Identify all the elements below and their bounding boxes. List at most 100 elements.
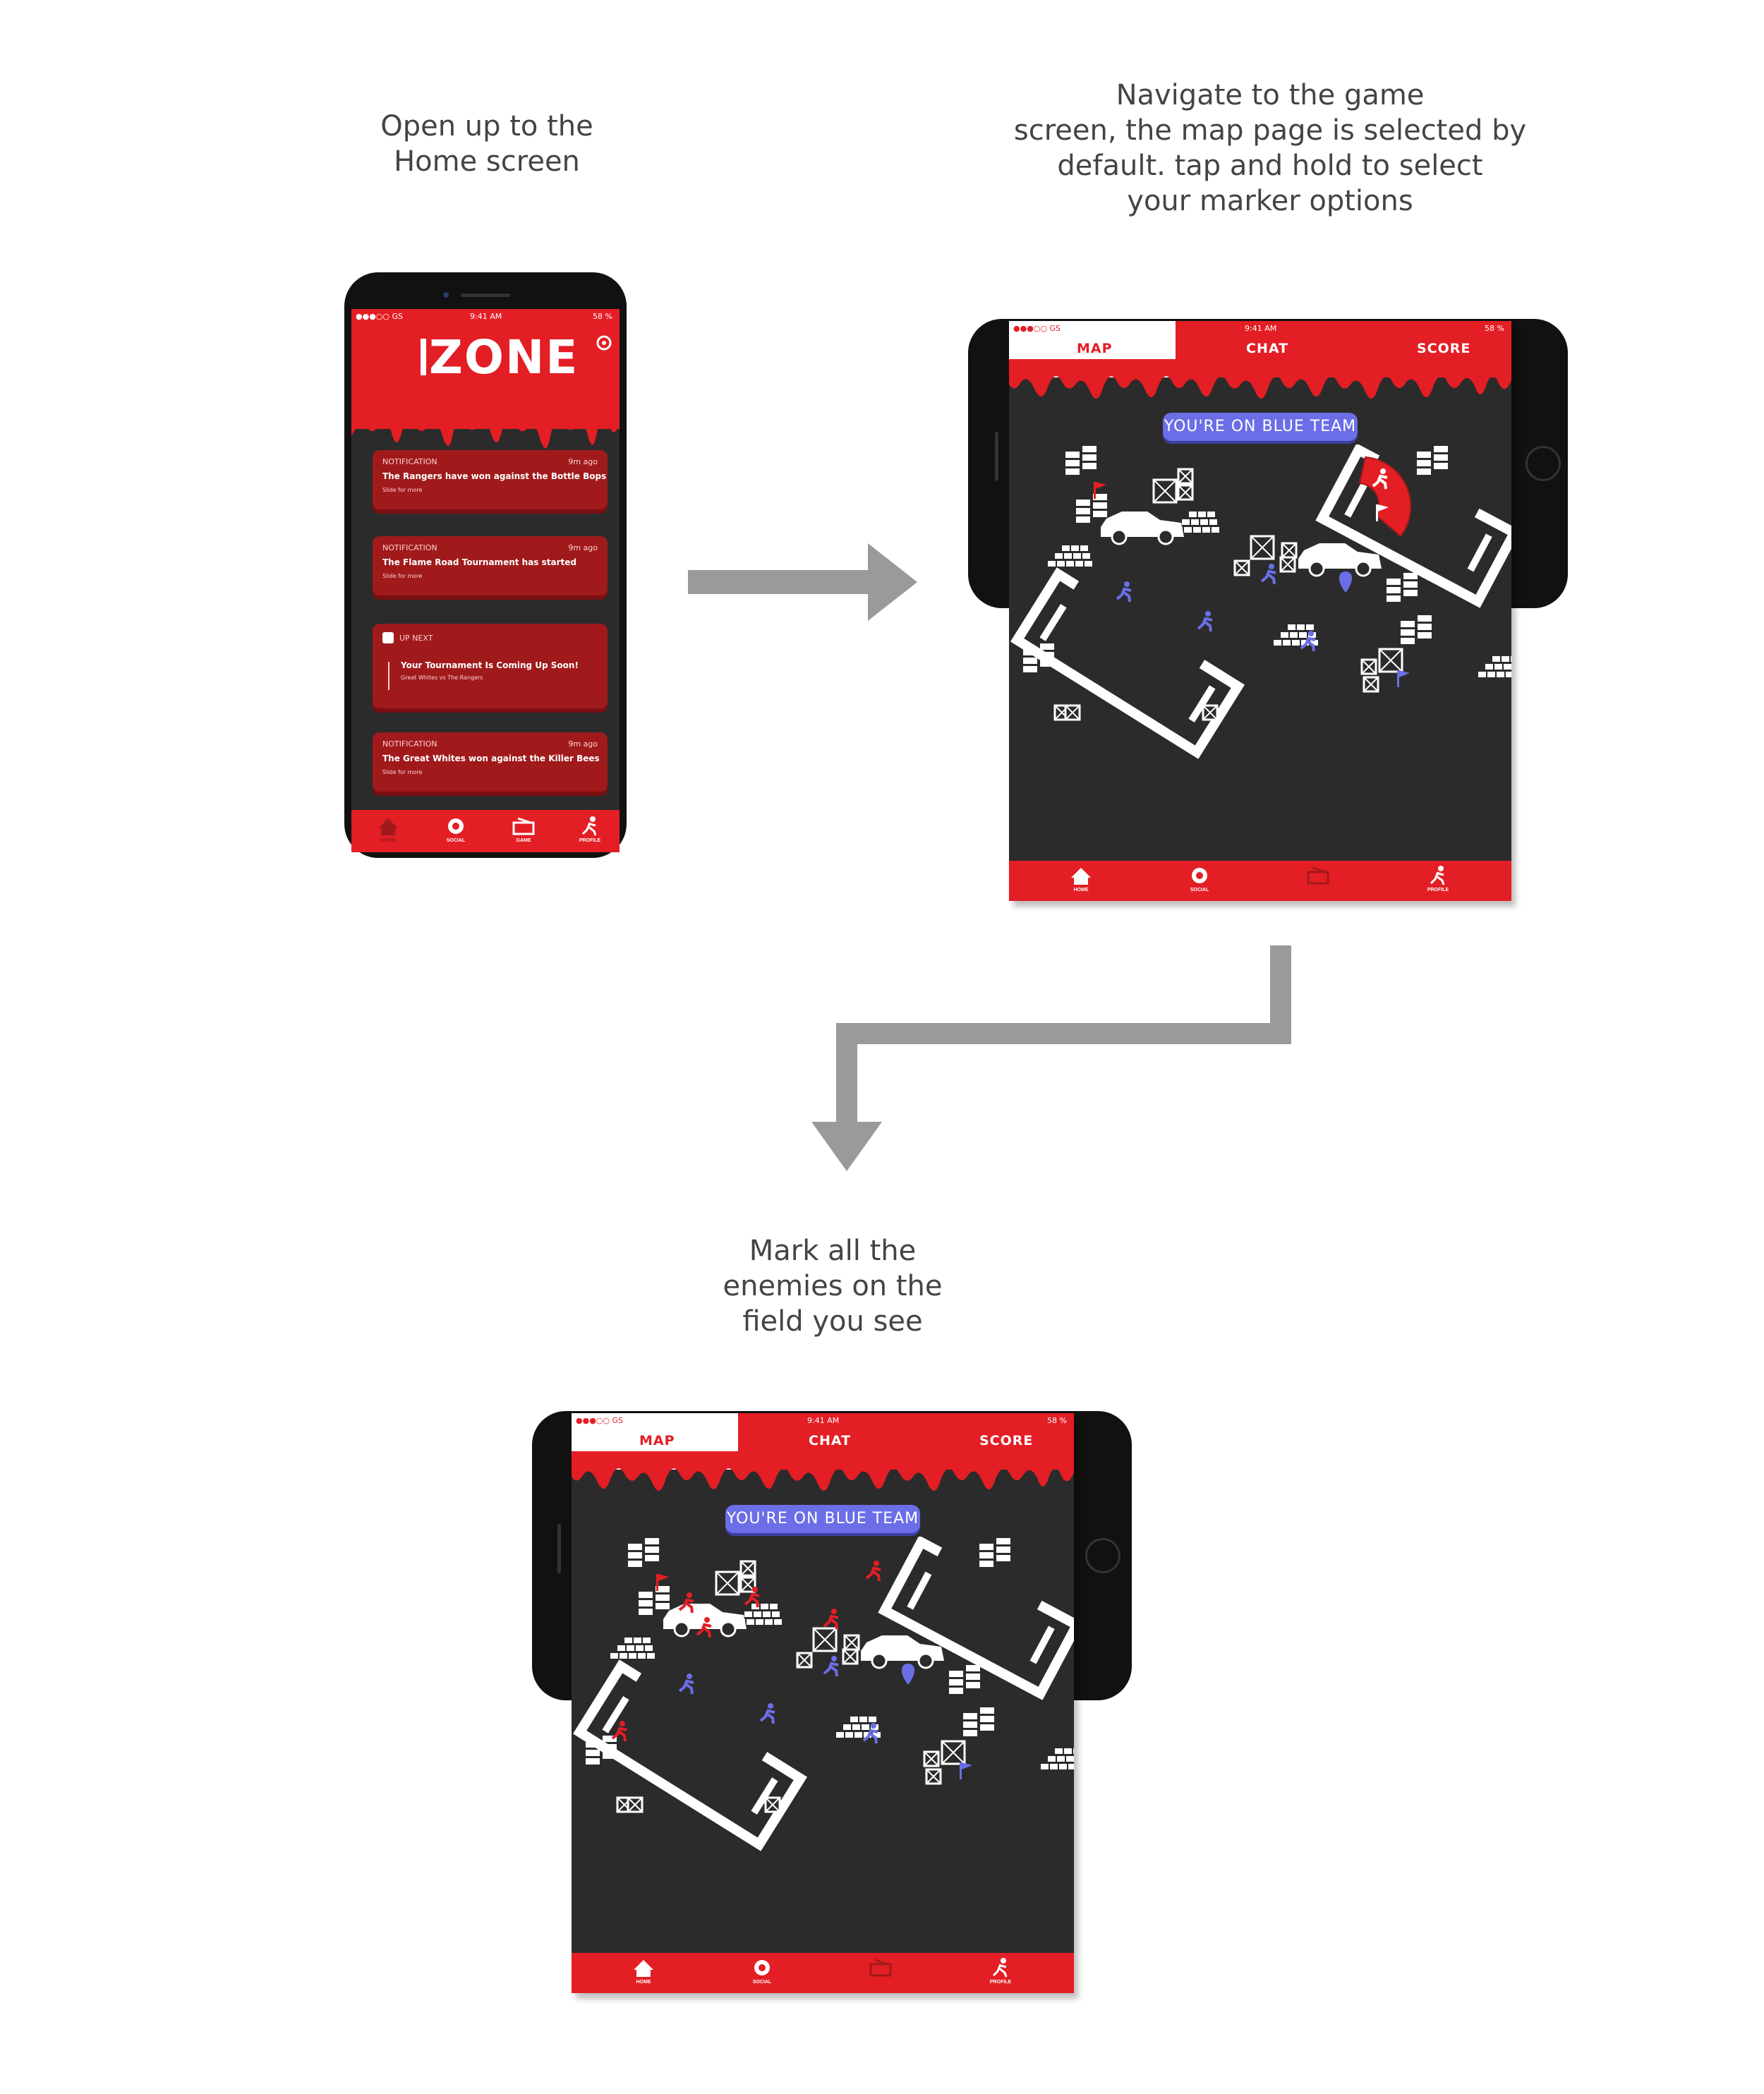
player-icon (759, 1703, 775, 1724)
location-pin-icon (1339, 571, 1353, 593)
crate-icon (1064, 704, 1081, 721)
building-outline (878, 1537, 1074, 1700)
bottom-nav: HOME SOCIAL GAME PROFILE (351, 810, 620, 852)
notification-card[interactable]: NOTIFICATION 9m ago The Rangers have won… (373, 450, 608, 509)
team-badge: YOU'RE ON BLUE TEAM (1163, 413, 1358, 441)
barrel-stack-icon (1065, 446, 1097, 475)
nav-game[interactable]: GAME (502, 816, 545, 849)
notification-card[interactable]: NOTIFICATION 9m ago The Flame Road Tourn… (373, 536, 608, 595)
social-icon (448, 818, 464, 834)
settings-icon[interactable] (594, 333, 614, 353)
brick-wall-icon (610, 1638, 655, 1659)
field-map[interactable] (572, 1537, 1074, 1907)
crate-icon (1250, 535, 1275, 560)
drip-edge (1009, 359, 1511, 399)
barrel-stack-icon (1387, 573, 1418, 602)
runner-icon (1430, 866, 1445, 885)
nav-home[interactable]: HOME (1060, 865, 1102, 899)
tab-chat[interactable]: CHAT (1246, 341, 1289, 356)
barrel-stack-icon (586, 1736, 617, 1765)
nav-social[interactable]: SOCIAL (435, 816, 477, 849)
crate-icon (739, 1576, 756, 1593)
nav-profile[interactable]: PROFILE (569, 816, 611, 849)
player-icon (1300, 631, 1316, 652)
tab-map[interactable]: MAP (1077, 341, 1113, 356)
crate-icon (1202, 704, 1219, 721)
home-icon (634, 1960, 653, 1977)
tab-score[interactable]: SCORE (979, 1433, 1034, 1448)
nav-profile[interactable]: PROFILE (1417, 865, 1459, 899)
app-logo: ZONE (429, 330, 579, 385)
crate-icon (627, 1796, 644, 1813)
team-badge: YOU'RE ON BLUE TEAM (725, 1505, 920, 1533)
nav-social[interactable]: SOCIAL (1178, 865, 1221, 899)
notification-card[interactable]: NOTIFICATION 9m ago The Great Whites won… (373, 732, 608, 792)
car-icon (861, 1635, 944, 1669)
side-speaker (995, 432, 998, 481)
game-icon (869, 1959, 892, 1977)
player-icon (696, 1617, 712, 1638)
nav-game[interactable] (859, 1957, 902, 1991)
player-icon (823, 1656, 839, 1677)
logo-mark (421, 339, 426, 375)
drip-edge (351, 394, 620, 449)
player-icon (865, 1561, 881, 1582)
nav-social[interactable]: SOCIAL (741, 1957, 783, 1991)
crate-icon (842, 1648, 859, 1665)
tab-chat[interactable]: CHAT (809, 1433, 852, 1448)
marker-radial-menu (1358, 456, 1412, 538)
barrel-stack-icon (639, 1586, 670, 1615)
game-screen-marker: ●●●○○ GS 9:41 AM 58 % MAP CHAT SCORE YOU… (1009, 321, 1511, 901)
social-icon (1192, 868, 1207, 883)
car-icon (663, 1604, 747, 1638)
caption-step3: Mark all the enemies on the field you se… (723, 1235, 943, 1338)
home-icon (378, 818, 398, 835)
flag-icon (1397, 670, 1410, 687)
drip-edge (572, 1451, 1074, 1491)
player-icon (678, 1674, 694, 1695)
runner-icon (992, 1958, 1008, 1978)
crate-icon (1177, 484, 1194, 501)
arrow-right (688, 543, 917, 621)
up-next-icon (382, 632, 394, 643)
home-button[interactable] (1526, 446, 1561, 481)
social-icon (754, 1960, 770, 1975)
nav-home[interactable]: HOME (622, 1957, 665, 1991)
tab-score[interactable]: SCORE (1417, 341, 1471, 356)
crate-icon (843, 1634, 860, 1651)
barrel-stack-icon (1401, 615, 1432, 644)
barrel-stack-icon (963, 1707, 994, 1736)
barrel-stack-icon (1417, 446, 1448, 475)
brick-wall-icon (1478, 656, 1511, 677)
crate-icon (764, 1796, 781, 1813)
player-icon (1372, 468, 1388, 490)
player-icon (1116, 581, 1132, 603)
speaker (461, 293, 510, 297)
barrel-stack-icon (949, 1665, 980, 1694)
flag-icon (1376, 504, 1389, 521)
home-button[interactable] (1085, 1538, 1120, 1573)
nav-profile[interactable]: PROFILE (979, 1957, 1022, 1991)
up-next-card[interactable]: UP NEXT Your Tournament Is Coming Up Soo… (373, 624, 608, 708)
crate-icon (941, 1740, 966, 1765)
crate-icon (1233, 559, 1250, 576)
player-icon (1260, 564, 1276, 585)
crate-icon (1177, 468, 1194, 485)
phone-home: ●●●○○ GS 9:41 AM 58 % ZONE NOTIFICATION … (344, 272, 627, 858)
crate-icon (1378, 648, 1403, 673)
game-icon (1307, 866, 1329, 885)
player-icon (611, 1721, 627, 1742)
nav-game[interactable] (1297, 865, 1339, 899)
crate-icon (796, 1652, 813, 1669)
caption-step1: Open up to the Home screen (380, 110, 593, 178)
location-pin-icon (901, 1664, 915, 1685)
side-speaker (557, 1524, 561, 1573)
bottom-nav: HOME SOCIAL PROFILE (1009, 861, 1511, 901)
building-outline (1010, 567, 1245, 759)
barrel-stack-icon (1023, 643, 1054, 672)
nav-home[interactable]: HOME (367, 816, 409, 849)
car-icon (1298, 543, 1382, 577)
field-map[interactable] (1009, 444, 1511, 815)
tab-map[interactable]: MAP (639, 1433, 675, 1448)
crate-icon (1152, 478, 1178, 504)
